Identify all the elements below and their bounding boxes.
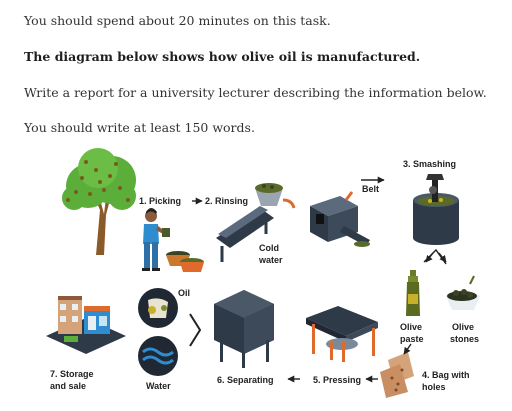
- instruction-prompt: The diagram below shows how olive oil is…: [24, 49, 421, 64]
- olive-tree-icon: [62, 148, 136, 255]
- label-smashing: 3. Smashing: [403, 159, 456, 169]
- label-belt: Belt: [362, 184, 379, 194]
- label-bag-2: holes: [422, 382, 446, 392]
- label-cold-water: water: [258, 255, 283, 265]
- label-oil: Oil: [178, 288, 190, 298]
- label-cold: Cold: [259, 243, 279, 253]
- label-picking: 1. Picking: [139, 196, 181, 206]
- belt-crusher-icon: [310, 191, 370, 247]
- label-water: Water: [146, 381, 171, 391]
- label-rinsing: 2. Rinsing: [205, 196, 248, 206]
- separation-brace: [189, 313, 202, 347]
- label-olive-stones-1: Olive: [452, 322, 474, 332]
- label-olive-paste-1: Olive: [400, 322, 422, 332]
- olive-stones-bowl-icon: [446, 275, 480, 310]
- instruction-report: Write a report for a university lecturer…: [24, 85, 487, 100]
- pressing-machine-icon: [306, 306, 378, 362]
- olive-paste-jar-icon: [406, 270, 420, 316]
- bag-with-holes-icon: [380, 352, 414, 398]
- label-olive-paste-2: paste: [400, 334, 424, 344]
- olive-baskets-icon: [166, 251, 204, 272]
- process-arrows: [192, 176, 447, 383]
- label-pressing: 5. Pressing: [313, 375, 361, 385]
- instruction-wordcount: You should write at least 150 words.: [24, 120, 255, 135]
- label-olive-stones-2: stones: [450, 334, 479, 344]
- oil-circle-icon: [138, 288, 178, 328]
- smashing-tank-icon: [413, 174, 459, 245]
- instruction-time: You should spend about 20 minutes on thi…: [24, 13, 331, 28]
- rinsing-conveyor-icon: [216, 183, 296, 262]
- separating-tank-icon: [214, 290, 274, 368]
- label-storage-2: and sale: [50, 381, 86, 391]
- label-storage-1: 7. Storage: [50, 369, 94, 379]
- water-circle-icon: [138, 336, 178, 376]
- label-bag-1: 4. Bag with: [422, 370, 470, 380]
- label-separating: 6. Separating: [217, 375, 274, 385]
- picker-person-icon: [142, 208, 170, 271]
- storage-shop-icon: [46, 296, 126, 354]
